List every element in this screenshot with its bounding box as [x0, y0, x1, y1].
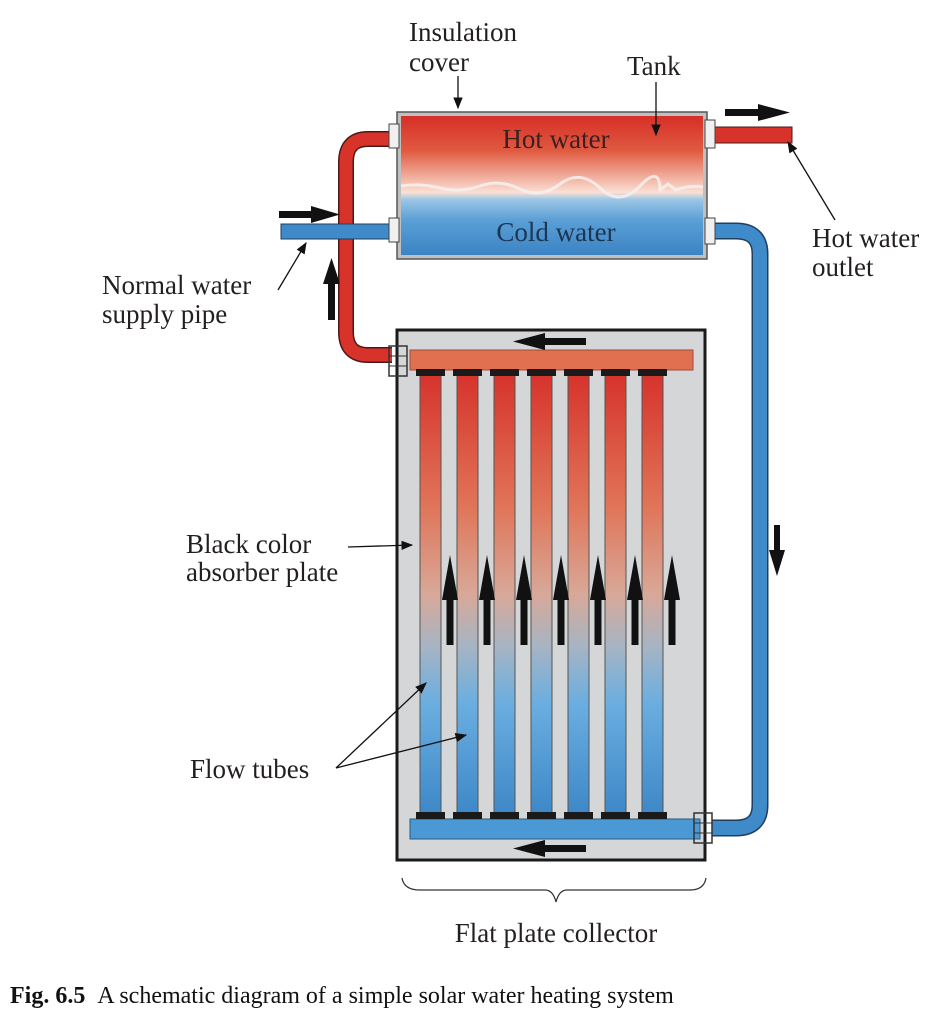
figure-caption: Fig. 6.5 A schematic diagram of a simple … — [10, 983, 674, 1010]
flow-tube-leader-1 — [335, 682, 427, 769]
supply-pipe — [280, 223, 394, 240]
cold-water-label: Cold water — [496, 217, 615, 247]
figure-number: Fig. 6.5 — [10, 983, 86, 1009]
hot-water-outlet-label-line1: Hot water — [812, 223, 919, 253]
absorber-leader — [347, 540, 414, 551]
top-header-flow-arrow — [513, 333, 586, 350]
supply-flow-arrow — [279, 206, 340, 223]
tube-top-cap — [416, 369, 445, 376]
flat-plate-collector — [388, 328, 713, 862]
tube-bottom-cap — [490, 812, 519, 819]
upward-flow-arrow — [664, 555, 680, 645]
tube-top-cap — [564, 369, 593, 376]
upward-flow-arrow — [627, 555, 643, 645]
hot-water-label: Hot water — [502, 124, 609, 154]
bottom-header-flow-arrow — [513, 840, 586, 857]
outlet-flow-arrow — [725, 104, 790, 121]
cold-return-pipe — [712, 222, 769, 837]
insulation-cover-label-line2: cover — [409, 47, 469, 77]
hot-riser-pipe — [338, 131, 392, 363]
insulation-cover-label-line1: Insulation — [409, 17, 517, 47]
tube-bottom-cap — [601, 812, 630, 819]
supply-pipe-label-line2: supply pipe — [102, 299, 227, 329]
flow-tube — [601, 369, 630, 819]
flow-tube — [527, 369, 556, 819]
flow-tube — [564, 369, 593, 819]
flow-tubes-label: Flow tubes — [190, 754, 309, 784]
hot-water-outlet-label-line2: outlet — [812, 252, 874, 282]
flow-tube — [416, 369, 445, 819]
upward-flow-arrow — [479, 555, 495, 645]
tank-label: Tank — [627, 51, 681, 81]
upward-flow-arrow — [516, 555, 532, 645]
upward-flow-arrow — [442, 555, 458, 645]
supply-leader — [277, 241, 307, 291]
tube-top-cap — [638, 369, 667, 376]
flow-tube — [490, 369, 519, 819]
tube-bottom-cap — [564, 812, 593, 819]
supply-pipe-label-line1: Normal water — [102, 270, 251, 300]
outlet-leader — [787, 140, 836, 221]
tube-top-cap — [527, 369, 556, 376]
upward-flow-arrow — [553, 555, 569, 645]
top-header — [409, 349, 694, 371]
upward-flow-arrow — [590, 555, 606, 645]
tube-top-cap — [601, 369, 630, 376]
collector-label: Flat plate collector — [455, 918, 657, 948]
tube-bottom-cap — [527, 812, 556, 819]
figure-caption-text: A schematic diagram of a simple solar wa… — [97, 983, 674, 1009]
absorber-plate-label-line1: Black color — [186, 529, 311, 559]
absorber-plate-label-line2: absorber plate — [186, 557, 338, 587]
flow-tube — [453, 369, 482, 819]
tube-top-cap — [490, 369, 519, 376]
flow-tube — [638, 369, 667, 819]
tube-bottom-cap — [453, 812, 482, 819]
tube-bottom-cap — [638, 812, 667, 819]
downcomer-flow-arrow — [769, 525, 785, 576]
water-interface — [400, 175, 704, 199]
collector-brace — [401, 877, 707, 903]
bottom-header — [409, 818, 701, 840]
flow-tube-leader-2 — [335, 733, 468, 769]
storage-tank — [388, 111, 716, 260]
tube-top-cap — [453, 369, 482, 376]
tube-bottom-cap — [416, 812, 445, 819]
hot-water-outlet-pipe — [711, 126, 793, 144]
riser-flow-arrow — [323, 258, 340, 320]
